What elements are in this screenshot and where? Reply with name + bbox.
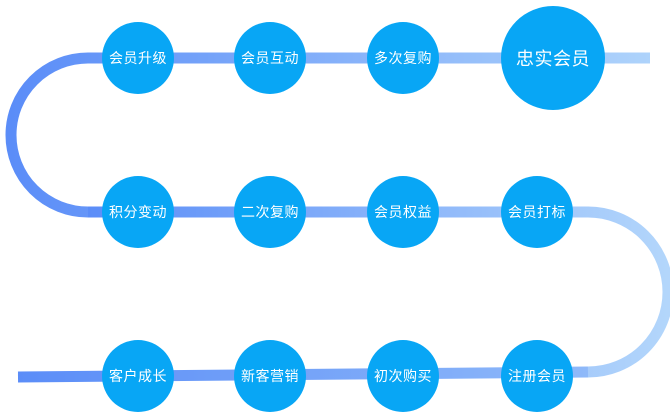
- node-member-benefits: 会员权益: [367, 176, 439, 248]
- node-member-interaction: 会员互动: [234, 22, 306, 94]
- node-loyal-member: 忠实会员: [501, 6, 605, 110]
- node-repeat-purchase: 多次复购: [367, 22, 439, 94]
- node-customer-growth: 客户成长: [102, 340, 174, 412]
- path-segment-middle: [88, 206, 670, 378]
- path-segment-top: [5, 52, 650, 218]
- node-first-purchase: 初次购买: [367, 340, 439, 412]
- node-member-upgrade: 会员升级: [102, 22, 174, 94]
- node-new-customer-marketing: 新客营销: [234, 340, 306, 412]
- node-member-registration: 注册会员: [501, 340, 573, 412]
- node-second-purchase: 二次复购: [234, 176, 306, 248]
- node-member-tagging: 会员打标: [501, 176, 573, 248]
- node-points-change: 积分变动: [102, 176, 174, 248]
